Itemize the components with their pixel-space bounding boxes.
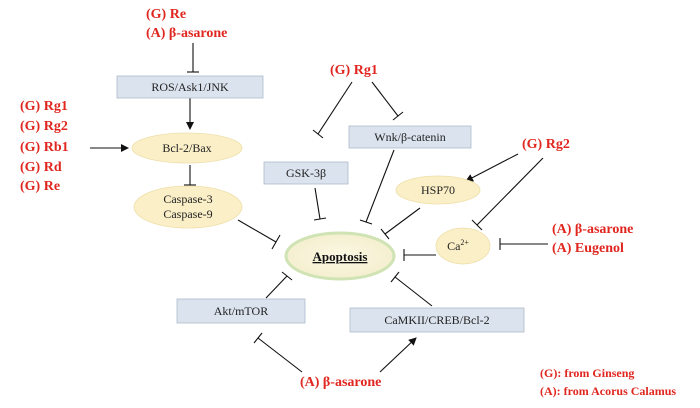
edge-gsk-to-apoptosis-bar: [313, 217, 327, 221]
node-gsk-3beta: [263, 161, 349, 185]
edge-caspase-to-apoptosis-bar: [271, 234, 281, 250]
node-gsk-label: GSK-3β: [286, 166, 326, 180]
node-caspase: [133, 185, 243, 229]
edge-bottom-asarone-to-camkii: [379, 337, 417, 373]
legend-ginseng: (G): from Ginseng: [540, 366, 634, 380]
edge-rg1-inhibits-gsk: [317, 81, 353, 135]
node-ros-ask1-jnk: [116, 75, 264, 99]
legend-acorus: (A): from Acorus Calamus: [540, 384, 676, 398]
edge-rg1-inhibits-wnk: [371, 81, 399, 117]
edge-wnk-to-apoptosis: [365, 149, 395, 223]
node-ros-label: ROS/Ask1/JNK: [151, 80, 229, 94]
edge-gsk-to-apoptosis: [314, 187, 321, 220]
node-bcl2bax-label: Bcl-2/Bax: [162, 141, 211, 155]
edge-rg2-to-hsp70: [465, 153, 519, 182]
node-caspase3-label: Caspase-3: [163, 192, 212, 206]
edge-rg2-inhibits-ca: [476, 157, 544, 226]
edge-rg1-inhibits-gsk-bar: [312, 129, 324, 139]
edge-rg2-inhibits-ca-bar: [471, 219, 483, 231]
node-akt-mtor: [176, 298, 306, 324]
node-hsp70: [395, 175, 481, 205]
label-top-g-re: (G) Re: [146, 7, 186, 22]
label-top-a-beta-asarone: (A) β-asarone: [146, 26, 227, 41]
edge-hsp70-to-apoptosis: [384, 207, 421, 235]
label-right-rg2: (G) Rg2: [522, 137, 570, 152]
label-right-a-eugenol: (A) Eugenol: [552, 241, 624, 256]
node-hsp70-label: HSP70: [421, 183, 455, 197]
edge-hsp70-to-apoptosis-bar: [380, 228, 390, 240]
node-ca-sup: 2+: [460, 238, 469, 247]
edge-bottom-asarone-inhibits-akt: [257, 337, 303, 373]
node-wnk-label: Wnk/β-catenin: [374, 130, 445, 144]
node-calcium: [435, 227, 491, 265]
edge-caspase-to-apoptosis: [237, 219, 277, 243]
label-left-rd: (G) Rd: [20, 160, 62, 175]
label-rg1-mid: (G) Rg1: [330, 63, 378, 78]
edge-bottom-asarone-inhibits-akt-bar: [253, 332, 263, 344]
node-camkii-label: CaMKII/CREB/Bcl-2: [384, 313, 489, 327]
edge-akt-to-apoptosis: [265, 275, 288, 299]
label-bottom-a-beta-asarone: (A) β-asarone: [300, 375, 381, 390]
node-apoptosis-label: Apoptosis: [313, 249, 368, 264]
label-left-rb1: (G) Rb1: [20, 140, 69, 155]
label-left-rg2: (G) Rg2: [20, 119, 68, 134]
edge-wnk-to-apoptosis-bar: [359, 219, 373, 225]
node-camkii-creb-bcl2: [349, 307, 525, 333]
label-left-rg1: (G) Rg1: [20, 99, 68, 114]
node-apoptosis: [284, 231, 396, 281]
edge-rg1-inhibits-wnk-bar: [392, 111, 404, 121]
label-right-a-beta-asarone: (A) β-asarone: [552, 222, 633, 237]
node-wnk-beta-catenin: [348, 125, 472, 149]
node-bcl2-bax: [131, 132, 243, 164]
node-ca-label: Ca2+: [447, 238, 469, 253]
label-left-re: (G) Re: [20, 179, 60, 194]
edge-camkii-to-apoptosis-bar: [390, 271, 400, 283]
edge-camkii-to-apoptosis: [394, 276, 433, 307]
node-akt-label: Akt/mTOR: [214, 304, 268, 318]
node-caspase9-label: Caspase-9: [163, 207, 212, 221]
edge-akt-to-apoptosis-bar: [281, 271, 293, 281]
